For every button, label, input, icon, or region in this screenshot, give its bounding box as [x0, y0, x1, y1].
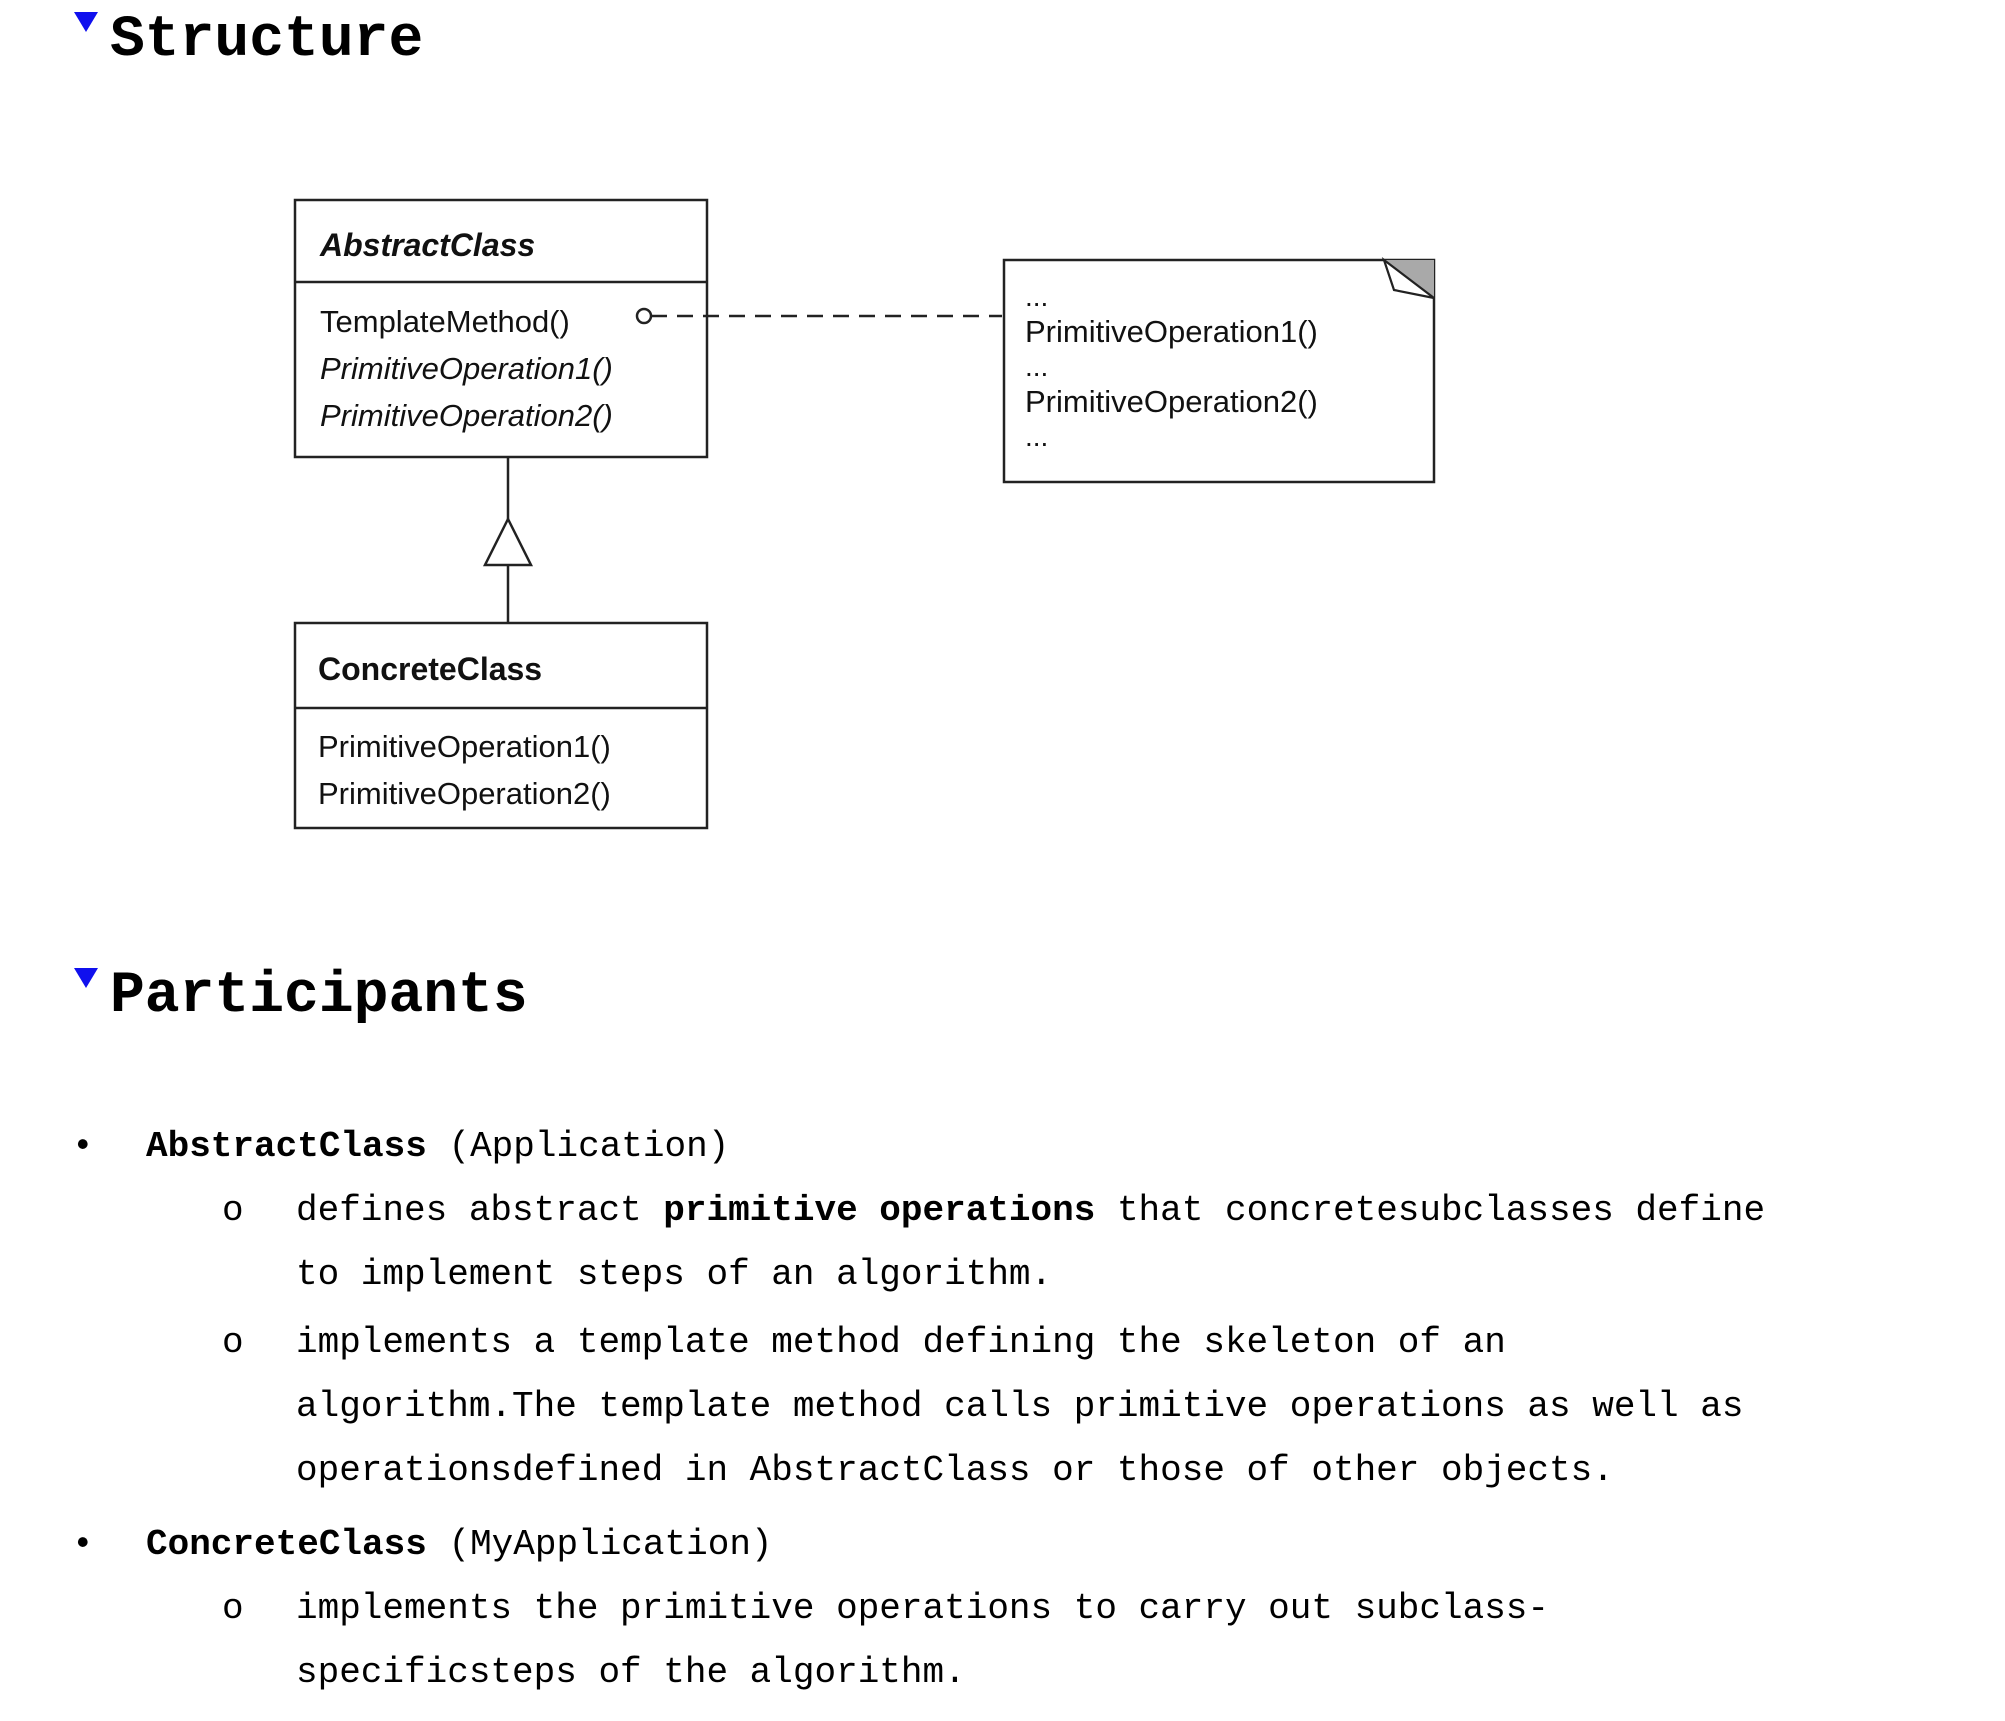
participant-role: (Application)	[448, 1126, 730, 1167]
structure-heading: Structure	[72, 12, 423, 70]
collapse-triangle-icon[interactable]	[72, 10, 100, 50]
note-line-5: ...	[1025, 421, 1048, 452]
participant-role: (MyApplication)	[448, 1524, 773, 1565]
point-text: implements a template method defining th…	[296, 1322, 1744, 1491]
inheritance-arrow	[482, 457, 534, 623]
sub-bullet: o	[222, 1190, 244, 1231]
participant-concrete-class: • ConcreteClass (MyApplication) o implem…	[72, 1513, 1796, 1705]
participants-list: • AbstractClass (Application) o defines …	[72, 1115, 1796, 1715]
sub-bullet: o	[222, 1322, 244, 1363]
point-bold-term: primitive operations	[663, 1190, 1096, 1231]
note-line-2: PrimitiveOperation1()	[1025, 314, 1318, 349]
abstract-op-template-method: TemplateMethod()	[320, 304, 570, 339]
abstract-class-box: AbstractClass TemplateMethod() Primitive…	[293, 198, 709, 459]
participants-title: Participants	[110, 964, 528, 1029]
note-box: ... PrimitiveOperation1() ... PrimitiveO…	[1002, 256, 1436, 484]
participant-point: o defines abstract primitive operations …	[146, 1179, 1796, 1307]
participants-heading: Participants	[72, 968, 528, 1026]
concrete-class-name: ConcreteClass	[318, 651, 542, 687]
abstract-class-name: AbstractClass	[319, 227, 535, 263]
participant-point: o implements a template method defining …	[146, 1311, 1796, 1503]
concrete-op-primitive-1: PrimitiveOperation1()	[318, 729, 611, 764]
collapse-triangle-icon[interactable]	[72, 966, 100, 1006]
uml-class-diagram: AbstractClass TemplateMethod() Primitive…	[293, 198, 1436, 830]
note-line-4: PrimitiveOperation2()	[1025, 384, 1318, 419]
participant-name: AbstractClass	[146, 1126, 427, 1167]
note-line-1: ...	[1025, 281, 1048, 312]
note-connector	[635, 307, 1002, 325]
participant-name: ConcreteClass	[146, 1524, 427, 1565]
bullet: •	[72, 1524, 94, 1565]
concrete-class-box: ConcreteClass PrimitiveOperation1() Prim…	[293, 621, 709, 830]
structure-title: Structure	[110, 8, 424, 73]
point-text: defines abstract	[296, 1190, 664, 1231]
abstract-op-primitive-2: PrimitiveOperation2()	[320, 398, 613, 433]
participant-point: o implements the primitive operations to…	[146, 1577, 1796, 1705]
abstract-op-primitive-1: PrimitiveOperation1()	[320, 351, 613, 386]
point-text: implements the primitive operations to c…	[296, 1588, 1550, 1693]
participant-abstract-class: • AbstractClass (Application) o defines …	[72, 1115, 1796, 1503]
point-text: that concretesubclasses define to implem…	[296, 1190, 1766, 1295]
bullet: •	[72, 1126, 94, 1167]
concrete-op-primitive-2: PrimitiveOperation2()	[318, 776, 611, 811]
note-line-3: ...	[1025, 351, 1048, 382]
sub-bullet: o	[222, 1588, 244, 1629]
